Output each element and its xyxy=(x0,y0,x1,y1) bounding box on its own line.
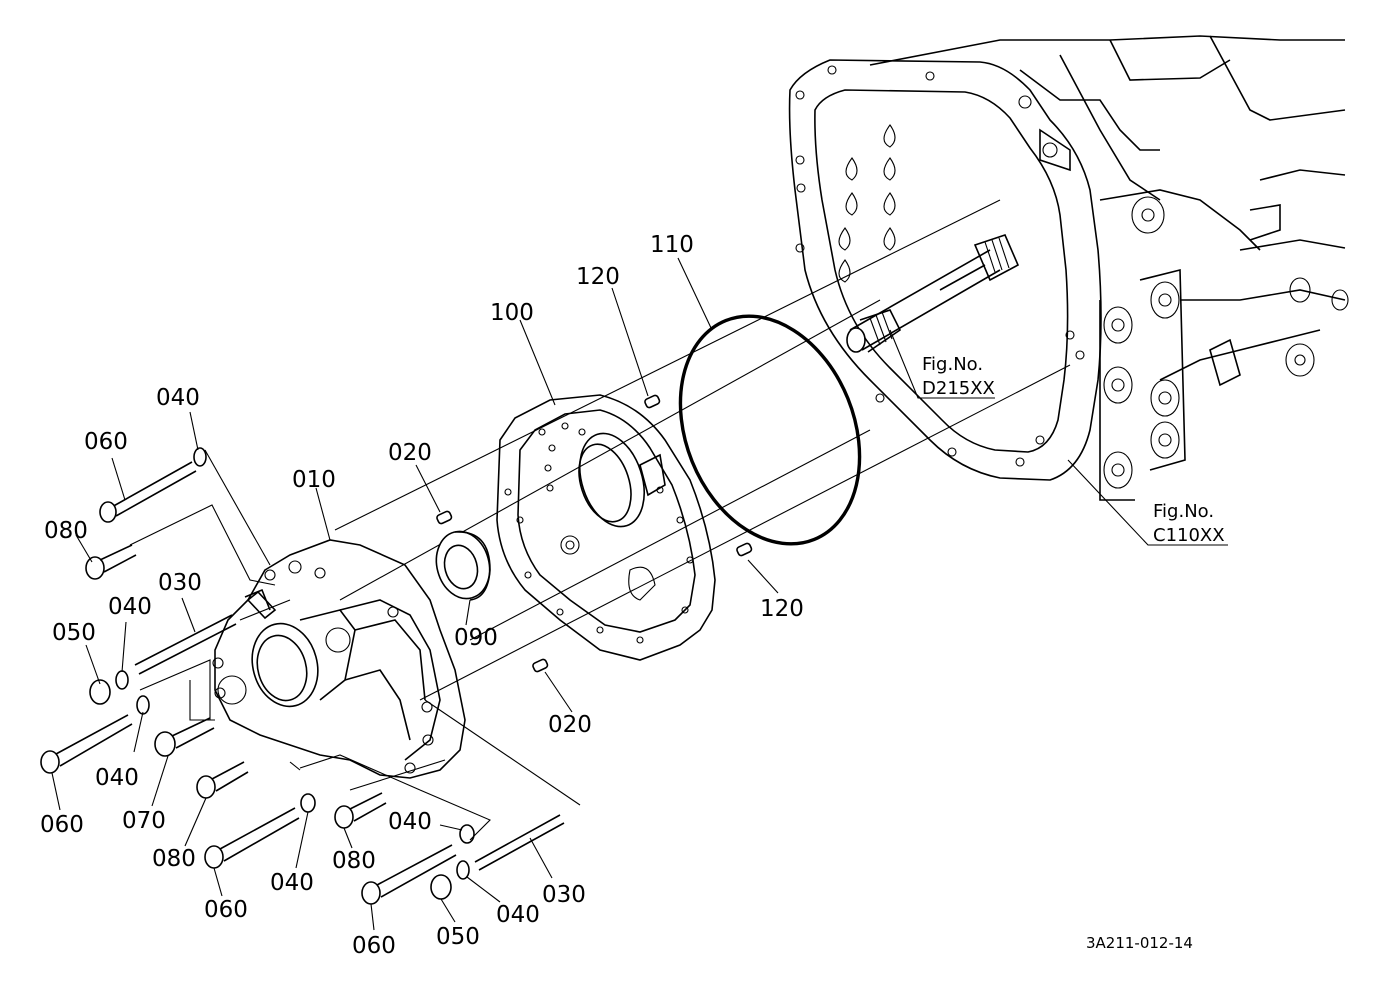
callout-120-top: 120 xyxy=(576,264,620,290)
callout-060-lower: 060 xyxy=(204,897,248,923)
callout-060-top: 060 xyxy=(84,429,128,455)
callout-010: 010 xyxy=(292,467,336,493)
bolt-060-lower xyxy=(204,807,300,869)
drawing-code: 3A211-012-14 xyxy=(1086,934,1193,952)
nut-050-upper xyxy=(89,679,111,705)
callout-040-top: 040 xyxy=(156,385,200,411)
fig-ref-label: Fig.No. xyxy=(1153,501,1214,522)
figure-reference-d215xx: Fig.No. D215XX xyxy=(922,354,995,399)
callout-040-right: 040 xyxy=(388,809,432,835)
callout-080-lower-mid: 080 xyxy=(332,848,376,874)
stud-080-top xyxy=(85,544,137,580)
callout-080-top: 080 xyxy=(44,518,88,544)
washer-040-right xyxy=(459,824,475,844)
nut-050-lower xyxy=(430,874,452,900)
transmission-housing xyxy=(788,35,1349,501)
callout-030-lower: 030 xyxy=(542,882,586,908)
assembly-axis-lines xyxy=(334,199,1071,701)
bolt-070 xyxy=(154,717,215,757)
figure-reference-c110xx: Fig.No. C110XX xyxy=(1153,501,1225,546)
washer-040-upper xyxy=(115,670,129,690)
washer-040-mid xyxy=(136,695,150,715)
callout-040-mid: 040 xyxy=(95,765,139,791)
callout-090: 090 xyxy=(454,625,498,651)
bolt-060-bottom xyxy=(361,844,457,905)
callout-050-lower: 050 xyxy=(436,924,480,950)
gear-case-010 xyxy=(212,539,466,779)
callout-040-lower: 040 xyxy=(270,870,314,896)
callout-080-lower-left: 080 xyxy=(152,846,196,872)
fig-ref-number: D215XX xyxy=(922,378,995,399)
o-ring-110 xyxy=(678,314,862,546)
callout-100: 100 xyxy=(490,300,534,326)
stud-030-lower xyxy=(474,814,565,871)
oil-seal-090 xyxy=(435,530,491,601)
callout-020-lower: 020 xyxy=(548,712,592,738)
fasteners xyxy=(40,447,581,905)
washer-040-bottom xyxy=(456,860,470,880)
fig-ref-label: Fig.No. xyxy=(922,354,983,375)
stud-080-lower-left xyxy=(196,761,249,799)
callout-labels: 110 120 100 020 010 040 060 080 030 040 … xyxy=(40,232,804,959)
leader-lines xyxy=(51,257,1228,931)
callout-120-lower: 120 xyxy=(760,596,804,622)
callout-110: 110 xyxy=(650,232,694,258)
callout-060-bottom: 060 xyxy=(352,933,396,959)
fig-ref-number: C110XX xyxy=(1153,525,1225,546)
bolt-060-top xyxy=(99,447,207,523)
dowel-pins xyxy=(436,394,753,673)
washer-040-lower xyxy=(300,793,316,813)
input-shaft xyxy=(846,234,1020,353)
flange-plate-100 xyxy=(496,394,716,661)
callout-040-upper: 040 xyxy=(108,594,152,620)
callout-040-bottom: 040 xyxy=(496,902,540,928)
callout-070: 070 xyxy=(122,808,166,834)
stud-030-upper xyxy=(134,614,237,675)
callout-030-upper: 030 xyxy=(158,570,202,596)
bolt-060-left xyxy=(40,714,133,774)
callout-050-upper: 050 xyxy=(52,620,96,646)
callout-060-left: 060 xyxy=(40,812,84,838)
callout-020-top: 020 xyxy=(388,440,432,466)
stud-080-lower-mid xyxy=(334,792,387,829)
